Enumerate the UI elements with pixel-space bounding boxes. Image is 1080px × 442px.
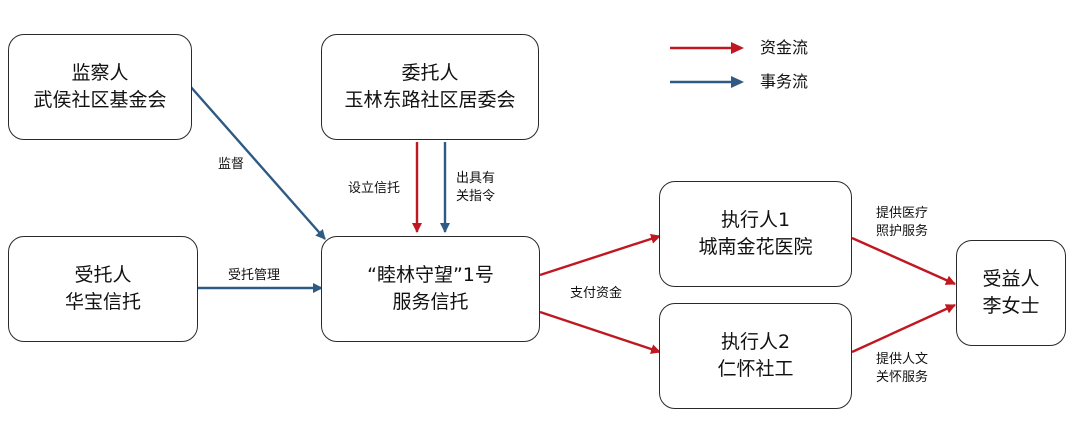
legend-fund-flow-label: 资金流 [760,38,809,57]
label-instructions: 出具有 关指令 [456,170,495,206]
legend-task-flow-label: 事务流 [760,72,809,91]
supervisor-node: 监察人 武侯社区基金会 [8,34,192,140]
arrow-humanistic-care [851,303,956,354]
label-humanistic-care: 提供人文 关怀服务 [876,351,928,387]
label-instructions-line2: 关指令 [456,189,496,204]
label-humanistic-care-line2: 关怀服务 [876,370,929,385]
arrow-pay-executor2 [539,310,661,354]
executor1-role: 执行人1 [720,209,791,231]
beneficiary-role: 受益人 [982,268,1040,290]
executor2-name: 仁怀社工 [717,358,794,380]
arrow-supervise [189,85,326,240]
label-establish-trust: 设立信托 [348,181,401,196]
trust-title: “睦林守望”1号 [367,264,494,286]
supervisor-name: 武侯社区基金会 [33,89,167,111]
label-trust-management: 受托管理 [228,268,281,283]
trustee-node: 受托人 华宝信托 [8,236,198,342]
executor1-name: 城南金花医院 [698,236,813,258]
executor2-node: 执行人2 仁怀社工 [659,303,852,409]
settlor-role: 委托人 [401,62,459,84]
legend-fund-flow-arrow [670,42,744,54]
settlor-node: 委托人 玉林东路社区居委会 [321,34,539,140]
label-humanistic-care-line1: 提供人文 [876,352,929,367]
arrow-pay-executor1 [539,234,661,277]
label-pay-funds: 支付资金 [570,286,623,301]
executor2-role: 执行人2 [720,331,791,353]
label-medical-care-line2: 照护服务 [876,224,929,239]
label-instructions-line1: 出具有 [456,171,496,186]
label-medical-care-line1: 提供医疗 [876,206,929,221]
trustee-name: 华宝信托 [64,291,141,313]
beneficiary-name: 李女士 [982,295,1040,317]
label-supervise: 监督 [218,157,245,172]
trustee-role: 受托人 [74,264,132,286]
settlor-name: 玉林东路社区居委会 [344,89,516,111]
trust-node: “睦林守望”1号 服务信托 [321,236,540,342]
arrow-medical-care [851,236,956,286]
label-medical-care: 提供医疗 照护服务 [876,205,928,241]
supervisor-role: 监察人 [71,62,129,84]
legend-task-flow-arrow [670,76,744,88]
executor1-node: 执行人1 城南金花医院 [659,181,852,287]
trust-subtitle: 服务信托 [392,291,469,313]
beneficiary-node: 受益人 李女士 [956,240,1066,346]
